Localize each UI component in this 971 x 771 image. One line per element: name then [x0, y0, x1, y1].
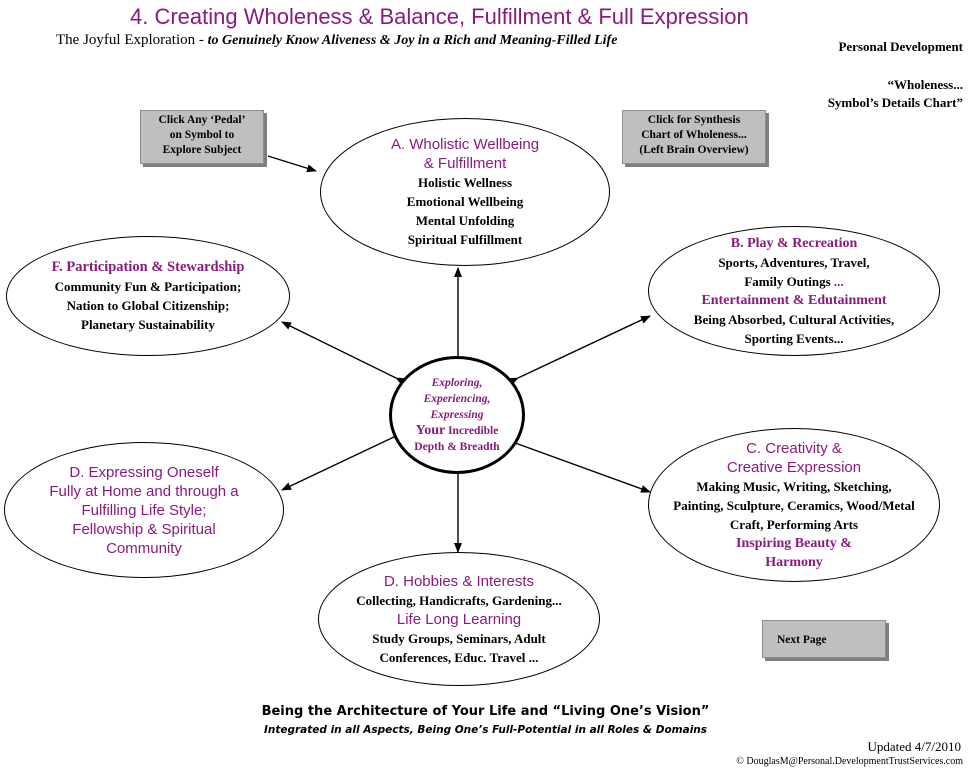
center-line-4: Your Incredible: [416, 423, 499, 439]
petal-d-hobbies-heading-2: Life Long Learning: [396, 610, 522, 628]
petal-d-expressing-oneself[interactable]: D. Expressing Oneself Fully at Home and …: [4, 442, 284, 578]
petal-c-heading-4: Harmony: [765, 554, 823, 570]
petal-b-item: Sporting Events...: [744, 331, 844, 346]
petal-f-item: Planetary Sustainability: [81, 317, 215, 332]
arrow-pedal-button: [267, 155, 317, 173]
next-page-button[interactable]: Next Page: [762, 620, 886, 658]
copyright-notice: © DouglasM@Personal.DevelopmentTrustServ…: [736, 756, 963, 767]
petal-d-express-line: Fully at Home and through a: [49, 482, 239, 500]
petal-a-item: Emotional Wellbeing: [406, 194, 524, 209]
petal-c-heading-3: Inspiring Beauty &: [736, 535, 852, 551]
details-chart-label: “Wholeness... Symbol’s Details Chart”: [783, 76, 963, 112]
synthesis-chart-button[interactable]: Click for Synthesis Chart of Wholeness..…: [622, 110, 766, 164]
pedal-hint-line-2: on Symbol to: [169, 129, 235, 141]
center-line-2: Experiencing,: [423, 393, 491, 405]
petal-b-item: Sports, Adventures, Travel,: [718, 255, 870, 270]
petal-c-item: Painting, Sculpture, Ceramics, Wood/Meta…: [673, 497, 915, 513]
petal-a-item: Holistic Wellness: [417, 175, 512, 190]
center-your: Your: [415, 423, 446, 438]
petal-d-hobbies-heading-1: D. Hobbies & Interests: [383, 572, 535, 590]
subtitle-lead: The Joyful Exploration -: [56, 32, 208, 48]
page-title: 4. Creating Wholeness & Balance, Fulfill…: [130, 4, 749, 29]
petal-a-item: Spiritual Fulfillment: [407, 232, 523, 247]
center-core-circle[interactable]: Exploring, Experiencing, Expressing Your…: [389, 356, 525, 474]
petal-a-heading-2: & Fulfillment: [423, 155, 507, 172]
petal-c-item: Making Music, Writing, Sketching,: [696, 478, 892, 494]
petal-d-express-line: D. Expressing Oneself: [69, 463, 219, 481]
arrow-center-to-d-express: [281, 428, 406, 491]
synthesis-line-2: Chart of Wholeness...: [641, 129, 747, 141]
petal-d-express-line: Community: [106, 539, 182, 557]
arrow-center-to-c: [508, 437, 651, 493]
center-line-1: Exploring,: [431, 377, 483, 389]
synthesis-line-3: (Left Brain Overview): [639, 144, 749, 156]
petal-c-item: Craft, Performing Arts: [729, 516, 859, 532]
details-line-2: Symbol’s Details Chart”: [827, 95, 963, 110]
next-page-label: Next Page: [777, 634, 827, 646]
petal-f-item: Nation to Global Citizenship;: [66, 298, 230, 313]
petal-c-creativity[interactable]: C. Creativity & Creative Expression Maki…: [648, 428, 940, 582]
petal-f-participation-stewardship[interactable]: F. Participation & Stewardship Community…: [6, 236, 290, 356]
subtitle-italic: to Genuinely Know Aliveness & Joy in a R…: [207, 33, 618, 48]
petal-d-hobbies-item: Collecting, Handicrafts, Gardening...: [356, 592, 562, 608]
petal-f-heading: F. Participation & Stewardship: [51, 259, 245, 275]
footer-tagline: Being the Architecture of Your Life and …: [261, 704, 710, 719]
petal-d-hobbies-item: Conferences, Educ. Travel ...: [379, 649, 539, 665]
petal-d-express-line: Fellowship & Spiritual: [72, 520, 216, 538]
petal-b-item-with-dots: Family Outings ...: [744, 272, 843, 291]
petal-c-heading-2: Creative Expression: [726, 458, 862, 476]
petal-b-item: Being Absorbed, Cultural Activities,: [693, 312, 895, 327]
petal-b-heading-1: B. Play & Recreation: [730, 236, 858, 251]
petal-b-play-recreation[interactable]: B. Play & Recreation Sports, Adventures,…: [648, 226, 940, 356]
personal-development-label: Personal Development: [838, 39, 963, 54]
pedal-hint-line-3: Explore Subject: [162, 144, 242, 156]
arrow-center-to-f: [281, 321, 406, 386]
petal-f-item: Community Fun & Participation;: [54, 279, 242, 294]
petal-b-dots: ...: [830, 274, 844, 289]
updated-date: Updated 4/7/2010: [867, 739, 961, 754]
petal-d-express-line: Fulfilling Life Style;: [81, 501, 207, 519]
petal-a-item: Mental Unfolding: [415, 213, 515, 228]
page-subtitle: The Joyful Exploration - to Genuinely Kn…: [56, 32, 617, 49]
petal-c-heading-1: C. Creativity &: [746, 439, 842, 457]
arrow-center-to-b: [508, 315, 651, 386]
petal-d-hobbies-item: Study Groups, Seminars, Adult: [372, 630, 546, 646]
petal-a-heading-1: A. Wholistic Wellbeing: [390, 136, 540, 153]
details-line-1: “Wholeness...: [887, 77, 963, 92]
footer-subtagline: Integrated in all Aspects, Being One’s F…: [263, 724, 708, 736]
pedal-hint-line-1: Click Any ‘Pedal’: [158, 114, 246, 126]
center-line-3: Expressing: [430, 409, 484, 421]
center-incredible: Incredible: [445, 425, 499, 437]
petal-b-item: Family Outings: [744, 274, 831, 289]
center-line-5: Depth & Breadth: [414, 441, 500, 453]
pedal-hint-button[interactable]: Click Any ‘Pedal’ on Symbol to Explore S…: [140, 110, 264, 164]
petal-d-hobbies-interests[interactable]: D. Hobbies & Interests Collecting, Handi…: [318, 552, 600, 686]
synthesis-line-1: Click for Synthesis: [647, 114, 741, 126]
petal-b-heading-2: Entertainment & Edutainment: [701, 293, 887, 308]
petal-a-wholistic-wellbeing[interactable]: A. Wholistic Wellbeing & Fulfillment Hol…: [320, 118, 610, 266]
